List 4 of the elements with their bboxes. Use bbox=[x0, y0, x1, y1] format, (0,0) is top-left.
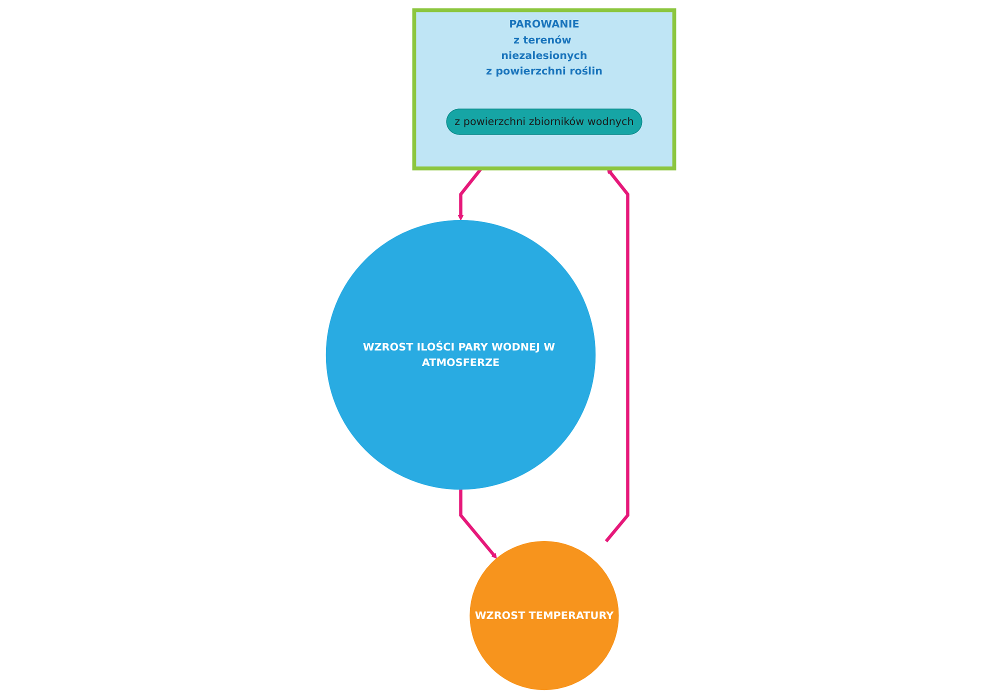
arrow bbox=[458, 489, 497, 559]
arrow bbox=[604, 168, 630, 542]
node-circle: WZROST TEMPERATURY bbox=[469, 540, 619, 690]
node-circle: WZROST ILOŚCI PARY WODNEJ W ATMOSFERZE bbox=[326, 220, 596, 490]
